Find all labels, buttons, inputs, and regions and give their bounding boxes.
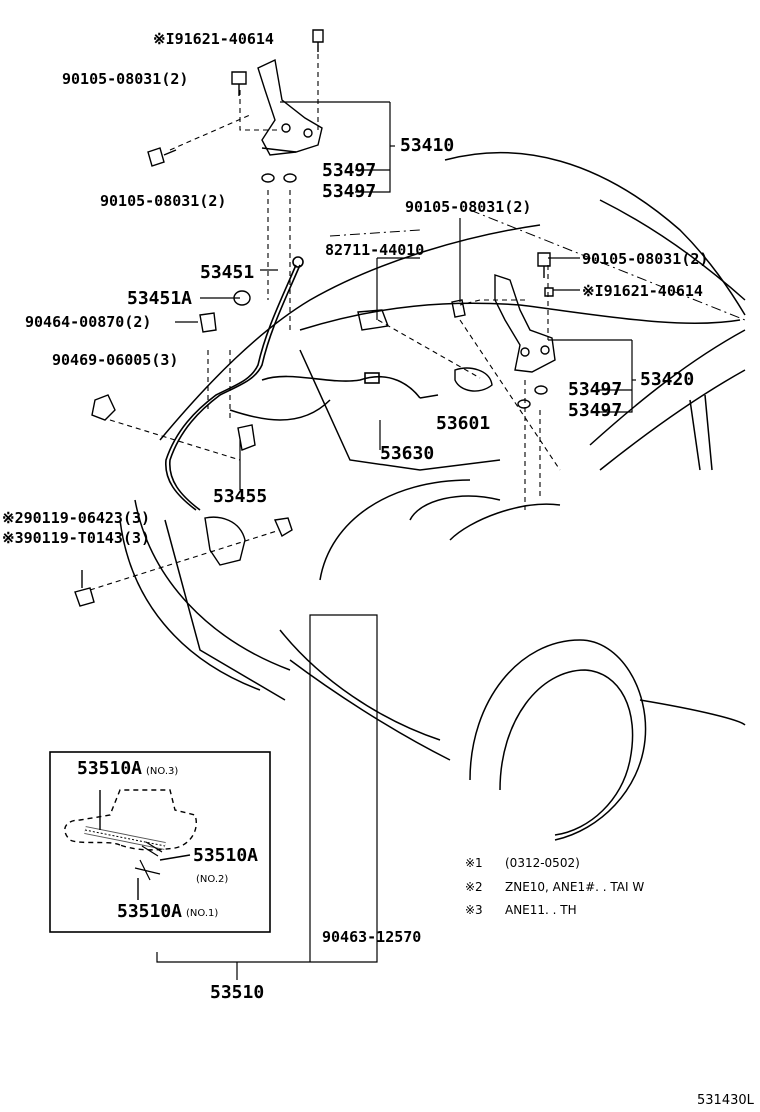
leader-lines xyxy=(156,101,636,980)
part-label-90105-08031-c: 90105-08031(2) xyxy=(405,198,532,216)
part-label-53510A-no3-sub: (NO.3) xyxy=(146,766,179,777)
hood-hinge-right xyxy=(494,274,556,373)
part-label-90105-08031-a: 90105-08031(2) xyxy=(62,70,189,88)
part-label-90105-08031-b: 90105-08031(2) xyxy=(100,192,227,210)
part-label-53451: 53451 xyxy=(200,262,255,283)
part-label-53630: 53630 xyxy=(380,443,435,464)
part-label-53497-d: 53497 xyxy=(568,400,623,421)
part-label-53510A-no2-sub: (NO.2) xyxy=(196,874,229,885)
release-cable xyxy=(165,256,439,511)
dashed-alignment-lines xyxy=(89,45,561,591)
part-label-91621-40614-right: ※I91621-40614 xyxy=(582,282,703,300)
dash-dot-lines xyxy=(329,209,746,321)
part-label-90119-06423: ※290119-06423(3) xyxy=(2,509,151,527)
inset-box xyxy=(49,751,271,933)
part-label-53420: 53420 xyxy=(640,369,695,390)
hood-hinge-left xyxy=(257,58,323,156)
part-label-90464-00870: 90464-00870(2) xyxy=(25,313,152,331)
part-label-53455: 53455 xyxy=(213,486,268,507)
drawing-code: 531430L xyxy=(697,1093,754,1108)
part-label-53601: 53601 xyxy=(436,413,491,434)
part-label-53510A-no3: 53510A xyxy=(77,758,143,779)
part-label-53510: 53510 xyxy=(210,982,265,1003)
part-label-53497-c: 53497 xyxy=(568,379,623,400)
part-label-53510A-no1-sub: (NO.1) xyxy=(186,908,219,919)
part-label-90463-12570: 90463-12570 xyxy=(322,928,422,946)
part-label-90469-06005: 90469-06005(3) xyxy=(52,351,179,369)
part-label-91621-40614-top: ※I91621-40614 xyxy=(153,30,274,48)
part-label-53497-a: 53497 xyxy=(322,160,377,181)
part-label-53497-b: 53497 xyxy=(322,181,377,202)
part-label-90119-T0143: ※390119-T0143(3) xyxy=(2,529,151,547)
part-label-82711-44010: 82711-44010 xyxy=(325,241,425,259)
part-label-53510A-no2: 53510A xyxy=(193,845,259,866)
car-body-outline xyxy=(119,151,746,841)
part-label-53451A: 53451A xyxy=(127,288,193,309)
part-label-90105-08031-d: 90105-08031(2) xyxy=(582,250,709,268)
fasteners xyxy=(74,29,554,607)
footnote-1: ※1(0312-0502) xyxy=(465,856,580,870)
part-label-53410: 53410 xyxy=(400,135,455,156)
part-label-53510A-no1: 53510A xyxy=(117,901,183,922)
